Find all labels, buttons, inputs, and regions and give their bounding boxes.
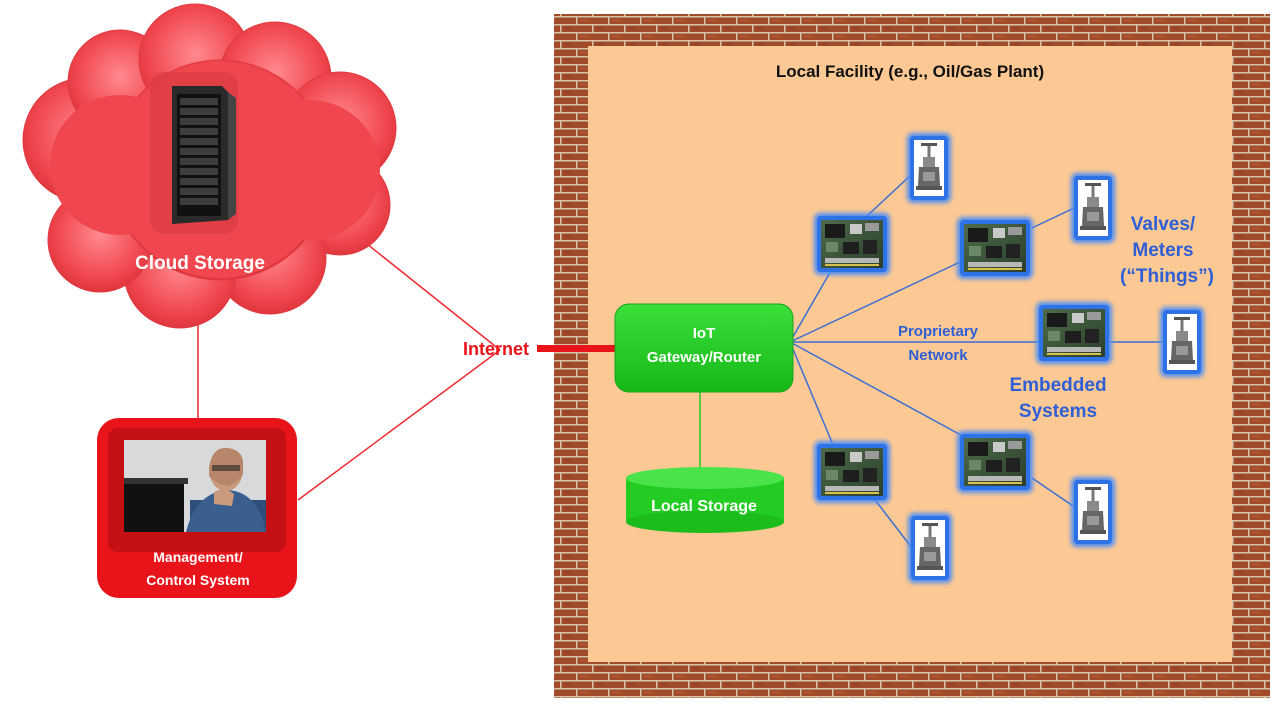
local-storage: Local Storage xyxy=(626,467,784,533)
management-label-line1: Management/ xyxy=(153,549,243,565)
embedded-system-board-1 xyxy=(814,213,890,275)
network-label-line1: Proprietary xyxy=(898,323,979,340)
person-at-monitor-photo xyxy=(124,440,266,532)
embedded-label-line1: Embedded xyxy=(1009,375,1106,396)
embedded-system-board-4 xyxy=(814,441,890,503)
embedded-system-board-2 xyxy=(957,217,1033,279)
valve-4 xyxy=(908,513,952,583)
valve-2 xyxy=(1071,173,1115,243)
server-rack-icon xyxy=(150,72,238,234)
internet-links xyxy=(197,231,501,501)
management-control-system: Management/ Control System xyxy=(97,418,297,598)
things-label-line2: Meters xyxy=(1132,240,1193,261)
internet-uplink-bar xyxy=(537,345,619,352)
things-label-line3: (“Things”) xyxy=(1120,266,1214,287)
internet-label: Internet xyxy=(463,339,529,359)
gateway-label-line2: Gateway/Router xyxy=(647,349,761,366)
things-label-line1: Valves/ xyxy=(1131,214,1196,235)
network-label-line2: Network xyxy=(908,347,968,364)
valve-1 xyxy=(907,133,951,203)
iot-gateway-router: IoT Gateway/Router xyxy=(614,303,794,393)
cloud-storage: Cloud Storage xyxy=(22,3,397,329)
cloud-storage-label: Cloud Storage xyxy=(135,253,265,274)
facility-title: Local Facility (e.g., Oil/Gas Plant) xyxy=(776,62,1044,81)
management-label-line2: Control System xyxy=(146,572,249,588)
local-storage-label: Local Storage xyxy=(651,498,757,515)
embedded-system-board-5 xyxy=(957,431,1033,493)
gateway-label-line1: IoT xyxy=(693,325,716,342)
embedded-system-board-3 xyxy=(1036,302,1112,364)
embedded-label-line2: Systems xyxy=(1019,401,1097,422)
valve-5 xyxy=(1071,477,1115,547)
valve-3 xyxy=(1160,307,1204,377)
